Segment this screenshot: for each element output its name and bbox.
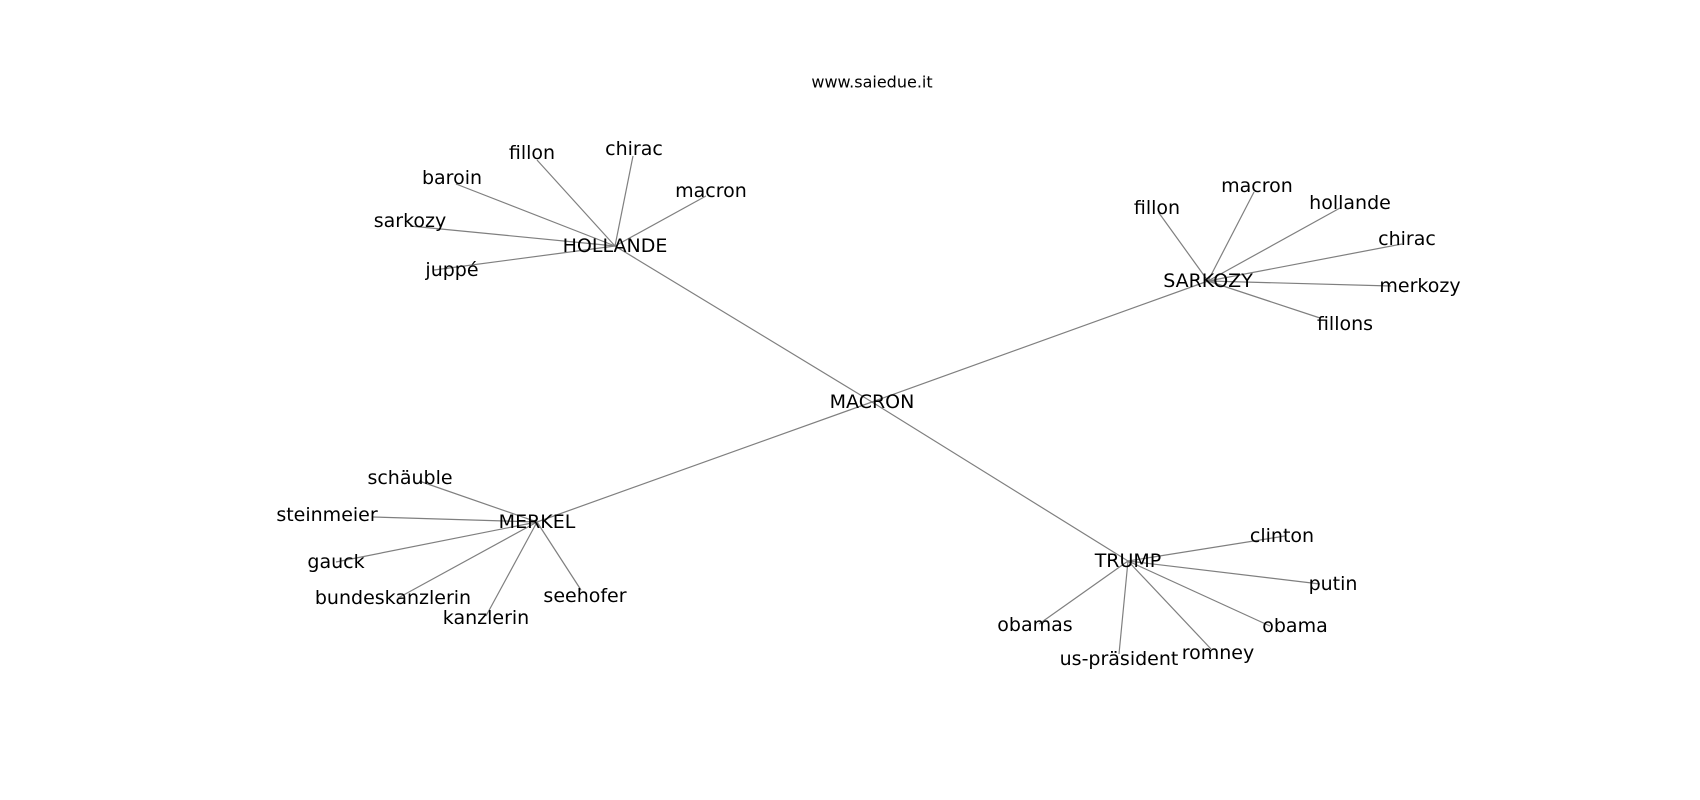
edge-hub-to-leaf	[455, 183, 616, 247]
edge-hub-to-leaf	[1127, 560, 1321, 585]
edge-hub-to-leaf	[1207, 243, 1403, 282]
edge-hub-to-leaf	[1127, 560, 1271, 627]
node-label-hub: MERKEL	[499, 511, 576, 533]
edge-hub-to-leaf	[536, 159, 616, 247]
node-label-leaf: baroin	[422, 167, 482, 189]
edge-center-to-hub	[871, 401, 1129, 562]
node-label-hub: TRUMP	[1094, 550, 1162, 572]
node-label-leaf: fillon	[509, 142, 555, 164]
node-label-leaf: steinmeier	[276, 504, 378, 526]
labels-layer: MACRON fillon chirac baroin macron sarkozy jup…	[276, 138, 1460, 670]
node-label-leaf: chirac	[605, 138, 663, 160]
node-label-leaf: romney	[1182, 642, 1255, 664]
edge-hub-to-leaf	[397, 521, 538, 599]
edge-hub-to-leaf	[485, 521, 538, 617]
node-label-hub: HOLLANDE	[563, 235, 668, 257]
edge-hub-to-leaf	[1127, 560, 1212, 650]
node-label-leaf: kanzlerin	[443, 607, 529, 629]
node-label-leaf: gauck	[307, 551, 364, 573]
node-label-leaf: chirac	[1378, 228, 1436, 250]
node-label-leaf: obama	[1262, 615, 1327, 637]
edge-hub-to-leaf	[1127, 535, 1286, 562]
edge-hub-to-leaf	[1207, 280, 1321, 319]
watermark-text: www.saiedue.it	[811, 73, 932, 92]
edge-hub-to-leaf	[1207, 191, 1255, 282]
edge-hub-to-leaf	[418, 480, 538, 523]
node-label-leaf: fillon	[1134, 197, 1180, 219]
node-label-leaf: hollande	[1309, 192, 1391, 214]
node-label-leaf: sarkozy	[374, 210, 447, 232]
node-label-leaf: juppé	[424, 259, 478, 281]
edge-center-to-hub	[871, 280, 1209, 403]
edge-hub-to-leaf	[409, 225, 616, 247]
edge-center-to-hub	[536, 401, 873, 523]
edge-hub-to-leaf	[1158, 212, 1209, 282]
node-label-leaf: obamas	[997, 614, 1072, 636]
node-label-center: MACRON	[830, 391, 915, 413]
node-label-leaf: seehofer	[543, 585, 626, 607]
edge-hub-to-leaf	[335, 521, 538, 563]
node-label-leaf: macron	[1221, 175, 1293, 197]
node-label-leaf: schäuble	[367, 467, 452, 489]
edges-layer	[335, 155, 1403, 655]
node-label-leaf: merkozy	[1379, 275, 1460, 297]
node-label-leaf: macron	[675, 180, 747, 202]
edge-hub-to-leaf	[1038, 560, 1129, 625]
node-label-leaf: putin	[1309, 573, 1358, 595]
edge-hub-to-leaf	[614, 195, 707, 247]
node-label-leaf: us-präsident	[1060, 648, 1179, 670]
node-label-hub: SARKOZY	[1163, 270, 1253, 292]
edge-center-to-hub	[614, 245, 873, 403]
node-label-leaf: fillons	[1317, 313, 1373, 335]
edge-hub-to-leaf	[372, 516, 538, 523]
edge-hub-to-leaf	[614, 155, 634, 247]
edge-hub-to-leaf	[1207, 207, 1341, 282]
node-label-leaf: clinton	[1250, 525, 1314, 547]
node-label-leaf: bundeskanzlerin	[315, 587, 471, 609]
edge-hub-to-leaf	[536, 521, 582, 591]
edge-hub-to-leaf	[1207, 280, 1392, 287]
edge-hub-to-leaf	[1118, 560, 1129, 655]
edge-hub-to-leaf	[433, 245, 616, 271]
